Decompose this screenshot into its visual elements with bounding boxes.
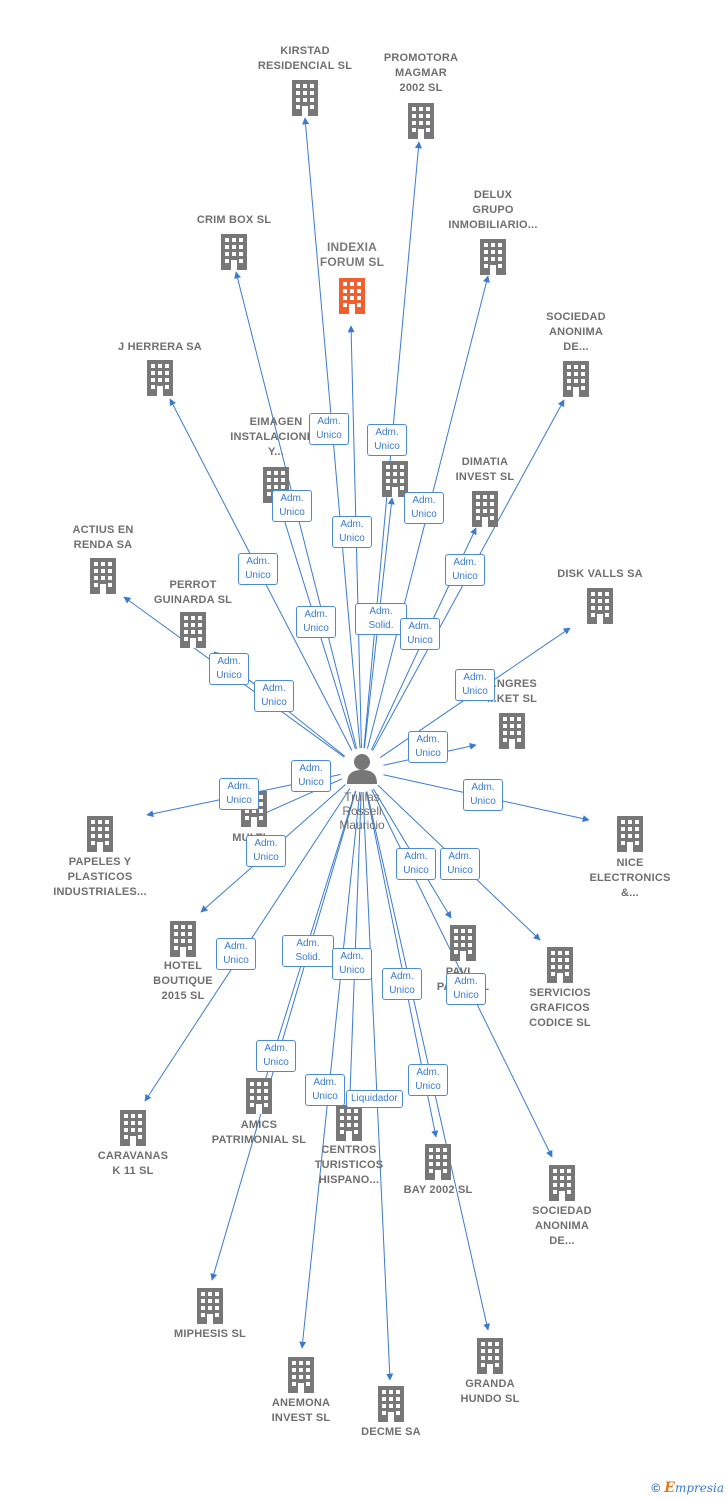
node-label-sociedad2[interactable]: SOCIEDAD ANONIMA DE...: [532, 1205, 592, 1247]
building-icon[interactable]: [246, 1078, 272, 1114]
relation-badge[interactable]: Adm. Unico: [216, 938, 256, 970]
node-label-hotel[interactable]: HOTEL BOUTIQUE 2015 SL: [153, 960, 213, 1002]
brand-initial: E: [664, 1480, 675, 1496]
relation-badge[interactable]: Adm. Unico: [440, 848, 480, 880]
building-icon[interactable]: [549, 1165, 575, 1201]
building-icon[interactable]: [450, 925, 476, 961]
person-icon[interactable]: [347, 754, 377, 784]
node-label-dimatia[interactable]: DIMATIA INVEST SL: [455, 456, 515, 483]
building-icon[interactable]: [90, 558, 116, 594]
edge-decme: [362, 791, 394, 1381]
building-icon[interactable]: [221, 234, 247, 270]
building-icon[interactable]: [425, 1144, 451, 1180]
building-icon[interactable]: [480, 239, 506, 275]
building-icon[interactable]: [288, 1357, 314, 1393]
building-icon[interactable]: [563, 361, 589, 397]
building-icon[interactable]: [378, 1386, 404, 1422]
node-label-actius[interactable]: ACTIUS EN RENDA SA: [72, 524, 134, 551]
relation-badge[interactable]: Adm. Unico: [219, 778, 259, 810]
building-icon[interactable]: [180, 612, 206, 648]
relation-badge[interactable]: Adm. Unico: [246, 835, 286, 867]
node-label-bay2002[interactable]: BAY 2002 SL: [403, 1184, 473, 1196]
edge-miphesis: [210, 790, 357, 1281]
relation-badge[interactable]: Adm. Unico: [445, 554, 485, 586]
node-label-indexia[interactable]: INDEXIA FORUM SL: [319, 240, 385, 269]
relation-badge[interactable]: Adm. Unico: [367, 424, 407, 456]
relation-badge[interactable]: Adm. Unico: [400, 618, 440, 650]
relation-badge[interactable]: Adm. Solid.: [355, 603, 407, 635]
brand-name: mpresia: [674, 1481, 724, 1495]
relation-badge[interactable]: Adm. Unico: [382, 968, 422, 1000]
node-label-amics[interactable]: AMICS PATRIMONIAL SL: [211, 1119, 307, 1146]
building-icon[interactable]: [382, 461, 408, 497]
node-label-crimbox[interactable]: CRIM BOX SL: [196, 214, 272, 226]
relation-badge[interactable]: Adm. Unico: [272, 490, 312, 522]
relation-badge[interactable]: Adm. Unico: [396, 848, 436, 880]
node-label-servicios[interactable]: SERVICIOS GRAFICOS CODICE SL: [529, 987, 591, 1029]
relation-badge[interactable]: Adm. Unico: [408, 1064, 448, 1096]
node-label-granda[interactable]: GRANDA HUNDO SL: [460, 1378, 520, 1405]
relation-badge[interactable]: Adm. Unico: [254, 680, 294, 712]
relation-badge[interactable]: Adm. Unico: [404, 492, 444, 524]
building-icon[interactable]: [336, 1105, 362, 1141]
relation-badge[interactable]: Adm. Unico: [463, 779, 503, 811]
copyright-icon: ©: [651, 1481, 661, 1495]
node-label-promotora[interactable]: PROMOTORA MAGMAR 2002 SL: [383, 52, 459, 94]
node-label-delux[interactable]: DELUX GRUPO INMOBILIARIO...: [448, 189, 538, 231]
building-icon[interactable]: [87, 816, 113, 852]
edge-anemona: [299, 791, 361, 1349]
building-icon[interactable]: [408, 103, 434, 139]
building-icon[interactable]: [339, 278, 365, 314]
relation-badge[interactable]: Adm. Unico: [332, 948, 372, 980]
brand-footer: ©Empresia: [651, 1480, 724, 1496]
relation-badge[interactable]: Adm. Unico: [446, 973, 486, 1005]
node-label-decme[interactable]: DECME SA: [361, 1426, 421, 1438]
building-icon[interactable]: [147, 360, 173, 396]
relation-badge[interactable]: Adm. Unico: [209, 653, 249, 685]
relation-badge[interactable]: Adm. Unico: [309, 413, 349, 445]
relation-badge[interactable]: Adm. Unico: [238, 553, 278, 585]
building-icon[interactable]: [499, 713, 525, 749]
relation-badge[interactable]: Adm. Unico: [305, 1074, 345, 1106]
node-label-caravanas[interactable]: CARAVANAS K 11 SL: [97, 1150, 169, 1177]
node-label-anemona[interactable]: ANEMONA INVEST SL: [271, 1397, 331, 1424]
building-icon[interactable]: [120, 1110, 146, 1146]
node-label-centros[interactable]: CENTROS TURISTICOS HISPANO...: [314, 1144, 384, 1186]
node-label-miphesis[interactable]: MIPHESIS SL: [174, 1328, 246, 1340]
relation-badge[interactable]: Adm. Unico: [256, 1040, 296, 1072]
relation-badge[interactable]: Liquidador: [346, 1090, 403, 1108]
building-icon[interactable]: [617, 816, 643, 852]
edge-granda: [366, 791, 491, 1331]
building-icon[interactable]: [170, 921, 196, 957]
node-label-papeles[interactable]: PAPELES Y PLASTICOS INDUSTRIALES...: [53, 856, 147, 898]
building-icon[interactable]: [547, 947, 573, 983]
relation-badge[interactable]: Adm. Unico: [296, 606, 336, 638]
relation-badge[interactable]: Adm. Unico: [455, 669, 495, 701]
node-label-diskvalls[interactable]: DISK VALLS SA: [557, 568, 643, 580]
relation-badge[interactable]: Adm. Solid.: [282, 935, 334, 967]
center-person-label[interactable]: Trullas Rossell Mauricio: [339, 790, 385, 832]
building-icon[interactable]: [472, 491, 498, 527]
node-label-nice[interactable]: NICE ELECTRONICS &...: [589, 857, 671, 899]
node-label-kirstad[interactable]: KIRSTAD RESIDENCIAL SL: [257, 45, 353, 72]
node-label-jherrera[interactable]: J HERRERA SA: [118, 341, 202, 353]
relation-badge[interactable]: Adm. Unico: [408, 731, 448, 763]
relation-badge[interactable]: Adm. Unico: [332, 516, 372, 548]
node-label-perrot[interactable]: PERROT GUINARDA SL: [153, 579, 233, 606]
building-icon[interactable]: [292, 80, 318, 116]
building-icon[interactable]: [197, 1288, 223, 1324]
building-icon[interactable]: [587, 588, 613, 624]
node-label-eimagen[interactable]: EIMAGEN INSTALACIONES Y...: [230, 416, 322, 458]
relation-badge[interactable]: Adm. Unico: [291, 760, 331, 792]
node-label-sociedad1[interactable]: SOCIEDAD ANONIMA DE...: [546, 311, 606, 353]
building-icon[interactable]: [477, 1338, 503, 1374]
